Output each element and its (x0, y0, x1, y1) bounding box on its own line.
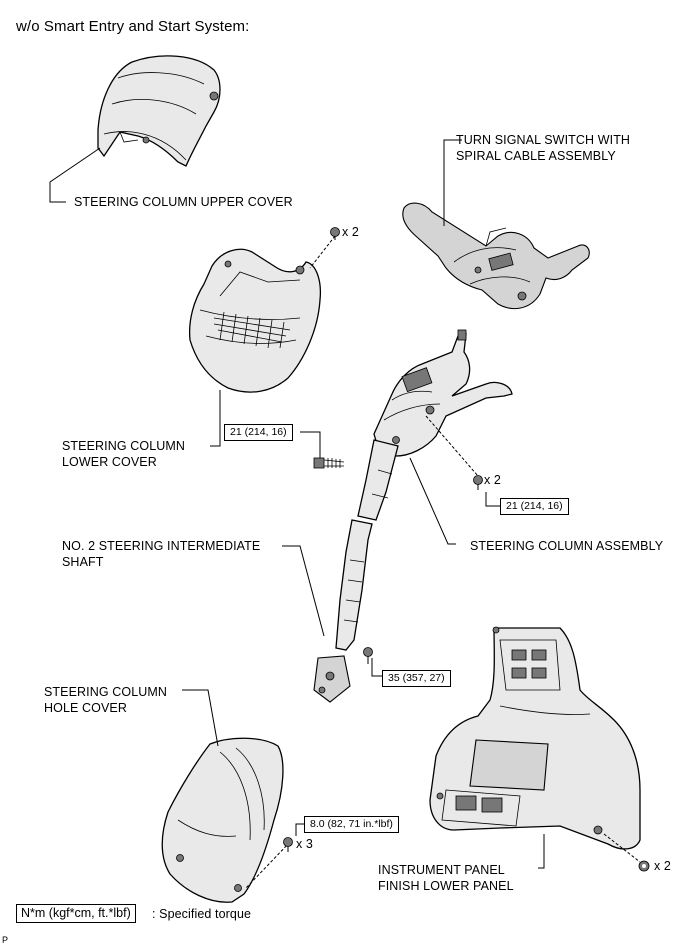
legend-unit-box: N*m (kgf*cm, ft.*lbf) (16, 904, 136, 923)
column-assembly-part (357, 329, 513, 521)
column-bolt-right-leader (485, 492, 500, 507)
column-bolt-right-dash (425, 415, 479, 477)
corner-mark: P (2, 935, 9, 945)
torque-column-bolt-left: 21 (214, 16) (224, 424, 293, 441)
column-bolt-left-leader (300, 431, 321, 458)
label-intermediate-line1: NO. 2 STEERING INTERMEDIATE (62, 539, 261, 553)
label-turn-signal-line2: SPIRAL CABLE ASSEMBLY (456, 149, 616, 163)
finish-panel-leader (538, 834, 545, 869)
column-assembly-leader (409, 457, 456, 545)
hole-cover-screw-leader (295, 823, 304, 836)
intermediate-shaft-part (313, 519, 373, 703)
label-turn-signal-line1: TURN SIGNAL SWITCH WITH (456, 133, 631, 147)
column-bolt-right (473, 475, 483, 490)
intermediate-leader (282, 545, 325, 637)
hole-cover-screw (283, 837, 293, 852)
label-lower-cover-line1: STEERING COLUMN (62, 439, 186, 453)
label-lower-cover-line2: LOWER COVER (62, 455, 157, 469)
hole-cover-part (161, 737, 284, 903)
turn-signal-part (402, 202, 590, 310)
column-bolt-left (313, 457, 345, 469)
label-column-assembly: STEERING COLUMN ASSEMBLY (470, 539, 664, 553)
qty-lower-cover-screw: x 2 (342, 225, 359, 239)
legend-meaning: : Specified torque (152, 907, 252, 921)
qty-panel-clip: x 2 (654, 859, 671, 873)
lower-cover-part (188, 248, 322, 393)
label-finish-panel-line1: INSTRUMENT PANEL (378, 863, 505, 877)
intermediate-bolt-leader (371, 658, 382, 677)
label-hole-cover-line1: STEERING COLUMN (44, 685, 168, 699)
label-finish-panel-line2: FINISH LOWER PANEL (378, 879, 514, 893)
turn-signal-leader (443, 139, 462, 226)
hole-cover-screw-dash (245, 841, 291, 889)
panel-clip-dash (603, 833, 641, 863)
intermediate-bolt (363, 647, 373, 664)
page-title: w/o Smart Entry and Start System: (16, 18, 250, 35)
torque-hole-cover-screw: 8.0 (82, 71 in.*lbf) (304, 816, 399, 833)
qty-hole-cover-screw: x 3 (296, 837, 313, 851)
upper-cover-leader (49, 147, 101, 203)
torque-column-bolt-right: 21 (214, 16) (500, 498, 569, 515)
lower-cover-screw-dash (309, 235, 336, 269)
qty-column-bolt-right: x 2 (484, 473, 501, 487)
label-hole-cover-line2: HOLE COVER (44, 701, 127, 715)
hole-cover-leader (182, 689, 219, 747)
upper-cover-part (97, 55, 221, 167)
torque-intermediate-bolt: 35 (357, 27) (382, 670, 451, 687)
label-upper-cover: STEERING COLUMN UPPER COVER (74, 195, 293, 209)
lower-cover-leader (210, 390, 221, 447)
lower-cover-screw (330, 227, 340, 240)
panel-clip (638, 860, 650, 872)
finish-panel-part (429, 626, 641, 850)
label-intermediate-line2: SHAFT (62, 555, 104, 569)
